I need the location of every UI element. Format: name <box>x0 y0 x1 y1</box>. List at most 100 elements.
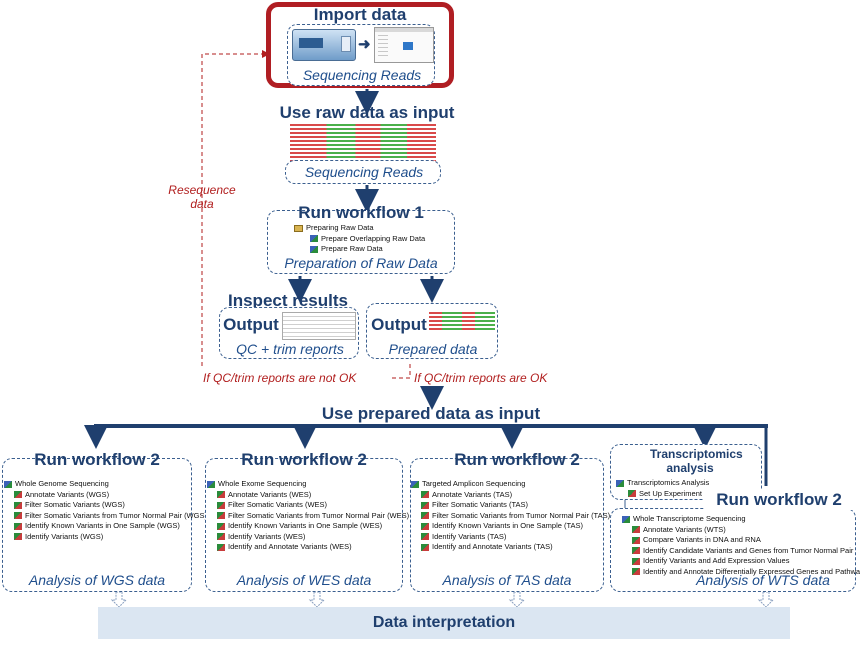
wgs-caption: Analysis of WGS data <box>28 572 166 588</box>
wes-box <box>205 458 403 592</box>
tree-item[interactable]: Identify and Annotate Variants (TAS) <box>411 542 610 553</box>
resequence-label: Resequence data <box>160 183 244 211</box>
raw-input-caption: Sequencing Reads <box>304 164 424 180</box>
folder-workflow-icon <box>207 480 215 488</box>
wts-box <box>610 508 856 592</box>
tree-item[interactable]: Targeted Amplicon Sequencing <box>411 479 610 490</box>
tree-item[interactable]: Transcriptomics Analysis <box>616 478 709 489</box>
tree-item[interactable]: Annotate Variants (WES) <box>207 490 409 501</box>
workflow-icon <box>217 512 225 520</box>
tree-item[interactable]: Identify and Annotate Variants (WES) <box>207 542 409 553</box>
workflow-icon <box>14 491 22 499</box>
raw-reads-graphic <box>290 124 436 164</box>
interpretation-band <box>98 607 790 639</box>
wes-caption: Analysis of WES data <box>236 572 372 588</box>
transcriptomics-title: Transcriptomics analysis <box>650 447 743 475</box>
tree-item[interactable]: Whole Transcriptome Sequencing <box>622 514 860 525</box>
folder-workflow-icon <box>4 480 12 488</box>
workflow-icon <box>217 543 225 551</box>
tree-item[interactable]: Filter Somatic Variants from Tumor Norma… <box>207 511 409 522</box>
tree-item[interactable]: Identify Variants and Add Expression Val… <box>622 556 860 567</box>
tree-item[interactable]: Filter Somatic Variants (TAS) <box>411 500 610 511</box>
ok-feedback-line <box>392 362 411 379</box>
workflow-icon <box>421 512 429 520</box>
folder-icon <box>294 224 303 232</box>
ok-label: If QC/trim reports are OK <box>414 371 548 385</box>
raw-input-box: Sequencing Reads <box>285 160 441 184</box>
tree-item[interactable]: Filter Somatic Variants from Tumor Norma… <box>411 511 610 522</box>
tas-box <box>410 458 604 592</box>
prepared-output-label: Output <box>371 315 427 334</box>
tree-item[interactable]: Identify Known Variants in One Sample (W… <box>4 521 207 532</box>
qc-output-label: Output <box>223 315 279 334</box>
tree-item[interactable]: Identify Variants (WES) <box>207 532 409 543</box>
tas-tree: Targeted Amplicon Sequencing Annotate Va… <box>411 479 610 553</box>
workflow-icon <box>14 501 22 509</box>
import-box: ➜ Sequencing Reads <box>287 24 435 86</box>
resequence-line2: data <box>190 197 214 211</box>
resequence-line1: Resequence <box>168 183 236 197</box>
workflow-icon <box>421 501 429 509</box>
tree-item[interactable]: Annotate Variants (WGS) <box>4 490 207 501</box>
tree-item[interactable]: Filter Somatic Variants (WES) <box>207 500 409 511</box>
tree-item[interactable]: Annotate Variants (TAS) <box>411 490 610 501</box>
report-thumbnail-icon <box>282 312 356 340</box>
wes-title: Run workflow 2 <box>241 450 367 469</box>
tree-item[interactable]: Whole Exome Sequencing <box>207 479 409 490</box>
wgs-tree: Whole Genome Sequencing Annotate Variant… <box>4 479 207 542</box>
tree-item[interactable]: Filter Somatic Variants (WGS) <box>4 500 207 511</box>
wts-title: Run workflow 2 <box>704 490 854 510</box>
tree-item[interactable]: Set Up Experiment <box>616 489 709 500</box>
workflow-icon <box>217 501 225 509</box>
not-ok-label: If QC/trim reports are not OK <box>203 371 357 385</box>
workflow-icon <box>421 522 429 530</box>
workflow1-tree: Preparing Raw Data Prepare Overlapping R… <box>294 223 425 255</box>
workflow-icon <box>632 526 640 534</box>
arrow-right-icon: ➜ <box>358 36 371 53</box>
tree-item[interactable]: Prepare Raw Data <box>294 244 425 255</box>
transcriptomics-tree: Transcriptomics Analysis Set Up Experime… <box>616 478 709 499</box>
tree-item[interactable]: Preparing Raw Data <box>294 223 425 234</box>
workflow-icon <box>310 235 318 243</box>
workflow-icon <box>14 533 22 541</box>
folder-workflow-icon <box>616 479 624 487</box>
workflow1-caption: Preparation of Raw Data <box>284 255 438 271</box>
qc-output-caption: QC + trim reports <box>236 341 344 357</box>
workflow-icon <box>632 557 640 565</box>
inspect-title: Inspect results <box>228 291 348 310</box>
tree-item[interactable]: Annotate Variants (WTS) <box>622 525 860 536</box>
tas-caption: Analysis of TAS data <box>442 572 572 588</box>
workflow-icon <box>632 568 640 576</box>
prepared-input-title: Use prepared data as input <box>321 404 541 423</box>
folder-workflow-icon <box>622 515 630 523</box>
tree-item[interactable]: Identify Variants (TAS) <box>411 532 610 543</box>
sequencer-icon <box>292 29 356 61</box>
workflow1-box <box>267 210 455 274</box>
software-window-icon <box>374 27 434 63</box>
workflow-icon <box>14 512 22 520</box>
prepared-output-box: Output Prepared data <box>366 303 498 359</box>
tree-item[interactable]: Identify Variants (WGS) <box>4 532 207 543</box>
workflow-icon <box>217 533 225 541</box>
workflow-icon <box>310 245 318 253</box>
tree-item[interactable]: Identify Candidate Variants and Genes fr… <box>622 546 860 557</box>
raw-input-title: Use raw data as input <box>279 103 455 122</box>
tree-item[interactable]: Prepare Overlapping Raw Data <box>294 234 425 245</box>
import-caption: Sequencing Reads <box>302 67 422 83</box>
prepared-reads-graphic <box>429 312 495 332</box>
tree-item[interactable]: Compare Variants in DNA and RNA <box>622 535 860 546</box>
wts-caption: Analysis of WTS data <box>696 572 830 588</box>
tree-item[interactable]: Identify Known Variants in One Sample (W… <box>207 521 409 532</box>
wts-tree: Whole Transcriptome Sequencing Annotate … <box>622 514 860 577</box>
tree-item[interactable]: Identify Known Variants in One Sample (T… <box>411 521 610 532</box>
interpretation-title: Data interpretation <box>372 614 516 631</box>
workflow-icon <box>217 491 225 499</box>
workflow1-title: Run workflow 1 <box>298 203 424 222</box>
tree-item[interactable]: Whole Genome Sequencing <box>4 479 207 490</box>
folder-workflow-icon <box>411 480 419 488</box>
setup-icon <box>628 490 636 498</box>
tree-item[interactable]: Filter Somatic Variants from Tumor Norma… <box>4 511 207 522</box>
wes-tree: Whole Exome Sequencing Annotate Variants… <box>207 479 409 553</box>
resequence-loop <box>201 50 270 366</box>
tree-item[interactable]: Identify and Annotate Differentially Exp… <box>622 567 860 578</box>
